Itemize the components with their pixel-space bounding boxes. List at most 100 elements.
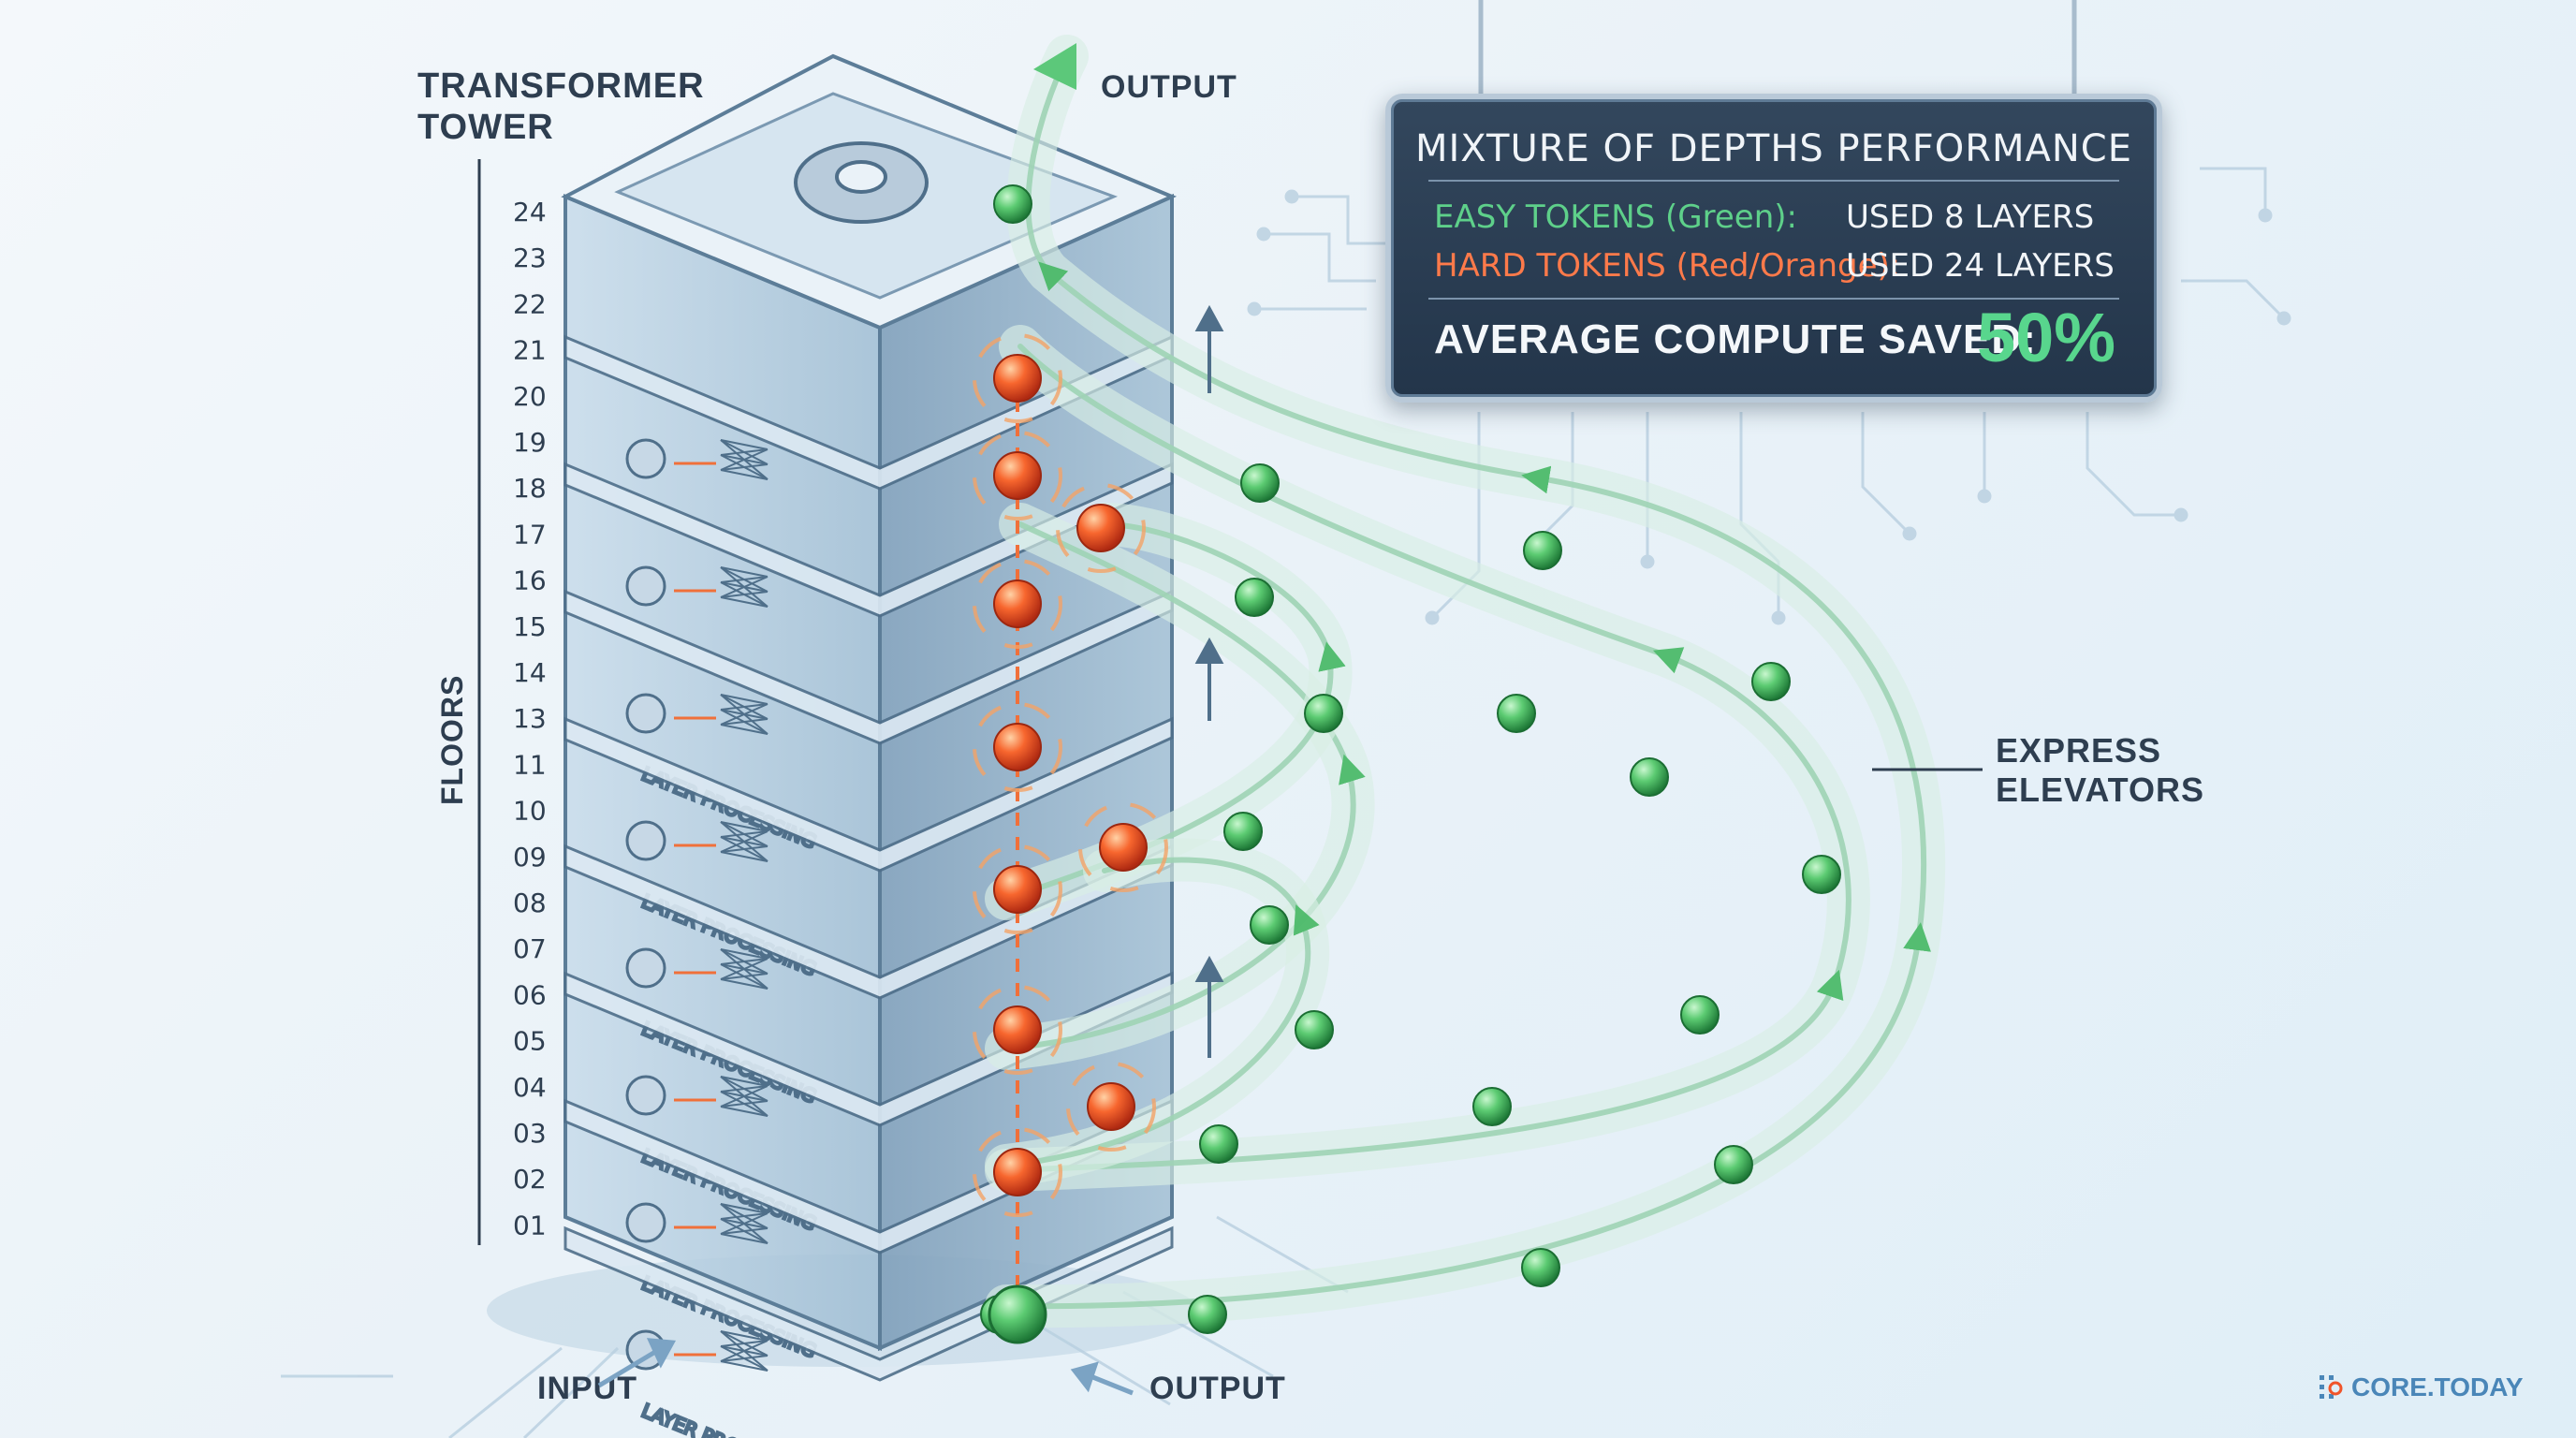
gear-icon [794,141,929,224]
hard-token [1076,504,1125,552]
floor-number: 23 [513,242,547,273]
transformer-tower: LAYER PROCESSINGLAYER PROCESSINGLAYER PR… [487,53,1198,1438]
hard-tokens-label: HARD TOKENS (Red/Orange): [1434,247,1901,285]
hard-token [993,723,1042,771]
floor-number: 08 [513,888,547,918]
floor-number: 01 [513,1210,547,1240]
floor-number: 14 [513,657,547,688]
gear-icon [625,947,666,989]
hard-token [993,354,1042,403]
hard-tokens-value: USED 24 LAYERS [1846,247,2115,285]
easy-token [1240,463,1280,503]
floor-number: 11 [513,749,547,780]
hard-token [993,580,1042,628]
floor-number: 22 [513,288,547,319]
divider [1428,180,2119,182]
gear-icon [625,438,666,479]
gear-icon [625,1075,666,1116]
easy-token [1523,531,1562,570]
easy-token [1188,1295,1227,1334]
floors-label: FLOORS [435,675,469,805]
express-tube-track [1003,521,1366,1051]
tower-title-line1: TRANSFORMER [417,66,705,106]
neural-net-icon [674,821,768,862]
token-glow [973,985,1062,1075]
easy-token [1472,1087,1512,1126]
neural-net-icon [674,948,768,990]
neural-net-icon [674,566,768,608]
floor-number: 04 [513,1072,547,1103]
hard-token [993,865,1042,914]
easy-token [1751,662,1791,701]
floor-number: 09 [513,842,547,873]
brand-mark-icon [2320,1375,2343,1399]
token-glow [1056,483,1146,573]
arrow-up-icon [1194,304,1224,1058]
floor-number: 10 [513,796,547,827]
neural-net-icon [674,694,768,735]
easy-token [988,1284,1047,1344]
tower-title-line2: TOWER [417,108,554,147]
easy-tokens-value: USED 8 LAYERS [1846,198,2095,236]
easy-token [1223,812,1263,851]
easy-token [1250,905,1289,945]
easy-tokens-label: EASY TOKENS (Green): [1434,198,1797,236]
output-arrow-head [1033,43,1076,90]
token-glow [973,1127,1062,1217]
compute-saved-value: 50% [1977,299,2116,376]
board-hangers [1478,0,2077,97]
floor-number: 07 [513,933,547,964]
output-label-top: OUTPUT [1101,69,1237,105]
gear-icon [625,820,666,861]
floor-number: 03 [513,1118,547,1149]
easy-token [1714,1145,1753,1184]
easy-token [1521,1248,1560,1287]
express-label-line1: EXPRESS [1996,731,2161,770]
floor-number: 24 [513,197,547,227]
floor-number: 17 [513,519,547,550]
floor-slab [564,1225,1174,1382]
token-glow [973,333,1062,423]
floor-number: 02 [513,1164,547,1195]
gear-icon [625,1202,666,1243]
brand-text: CORE.TODAY [2351,1372,2524,1401]
divider [1428,298,2119,300]
easy-token [1680,995,1720,1034]
hard-token [1099,823,1148,872]
floor-number: 18 [513,473,547,504]
neural-net-icon [674,439,768,480]
easy-token [1235,578,1274,617]
layer-processing-label: LAYER PROCESSING [638,1399,819,1438]
compute-saved-label: AVERAGE COMPUTE SAVED: [1434,316,2037,362]
floor-number: 05 [513,1026,547,1057]
performance-title: MIXTURE OF DEPTHS PERFORMANCE [1415,127,2132,170]
hard-token [1087,1082,1135,1131]
input-label: INPUT [537,1371,637,1406]
brand-logo: CORE.TODAY [2318,1372,2524,1402]
hard-token [993,451,1042,500]
easy-token [993,184,1032,224]
token-glow [1078,802,1168,892]
token-glow [1066,1062,1156,1152]
hard-token [993,1148,1042,1196]
hard-token [993,1005,1042,1054]
easy-token [1295,1010,1334,1049]
floor-number: 20 [513,381,547,412]
token-glow [973,702,1062,792]
neural-net-icon [674,1203,768,1244]
floor-number-scale: 2423222120191817161514131110090807060504… [513,197,547,1240]
performance-board: MIXTURE OF DEPTHS PERFORMANCE EASY TOKEN… [1385,94,2162,403]
token-glow [973,559,1062,649]
express-label-line2: ELEVATORS [1996,770,2204,809]
express-tube-track [1003,344,1852,1173]
output-label-bottom: OUTPUT [1149,1371,1286,1406]
easy-token [1497,694,1536,733]
neural-net-icon [674,1076,768,1117]
express-tube-track [1003,53,1931,1310]
neural-net-icon [674,1330,768,1372]
floor-number: 06 [513,979,547,1010]
gear-icon [625,693,666,734]
express-tube-track [1003,857,1320,1168]
floor-number: 16 [513,565,547,596]
